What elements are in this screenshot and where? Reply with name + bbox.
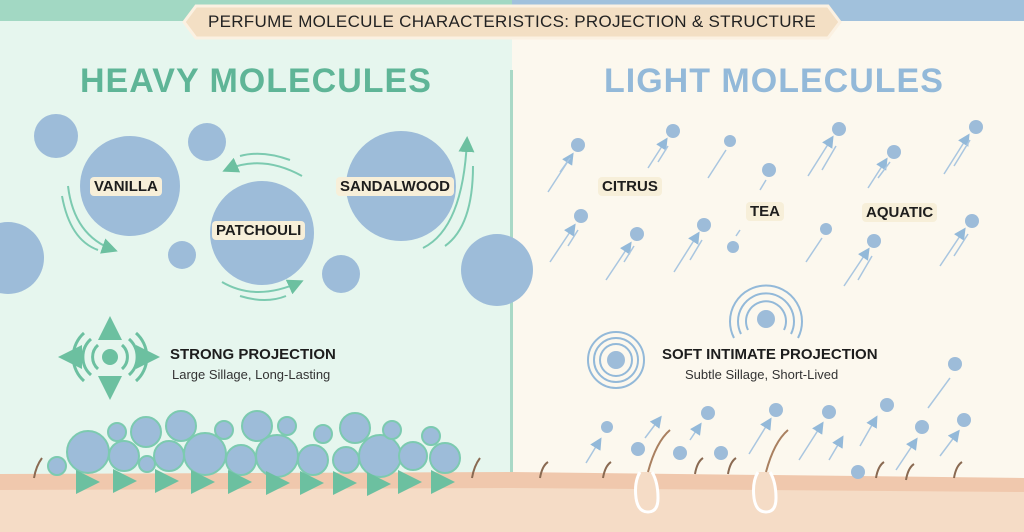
molecule-label-vanilla: VANILLA — [90, 177, 162, 196]
soft-projection-subtitle: Subtle Sillage, Short-Lived — [685, 367, 839, 382]
molecule-label-aquatic: AQUATIC — [862, 203, 938, 222]
title-banner: PERFUME MOLECULE CHARACTERISTICS: PROJEC… — [182, 4, 842, 40]
light-molecules-heading: LIGHT MOLECULES — [604, 62, 944, 100]
skin-layer — [0, 429, 1024, 532]
molecule-label-sandalwood: SANDALWOOD — [336, 177, 454, 196]
heavy-molecules-heading: HEAVY MOLECULES — [80, 62, 432, 100]
banner-shape — [182, 4, 842, 40]
banner-title: PERFUME MOLECULE CHARACTERISTICS: PROJEC… — [207, 12, 817, 31]
soft-projection-title: SOFT INTIMATE PROJECTION — [662, 346, 878, 363]
molecule-label-tea: TEA — [746, 202, 784, 221]
strong-projection-title: STRONG PROJECTION — [170, 346, 336, 363]
strong-projection-subtitle: Large Sillage, Long-Lasting — [172, 367, 331, 382]
molecule-label-patchouli: PATCHOULI — [212, 221, 306, 240]
molecule-label-citrus: CITRUS — [598, 177, 662, 196]
